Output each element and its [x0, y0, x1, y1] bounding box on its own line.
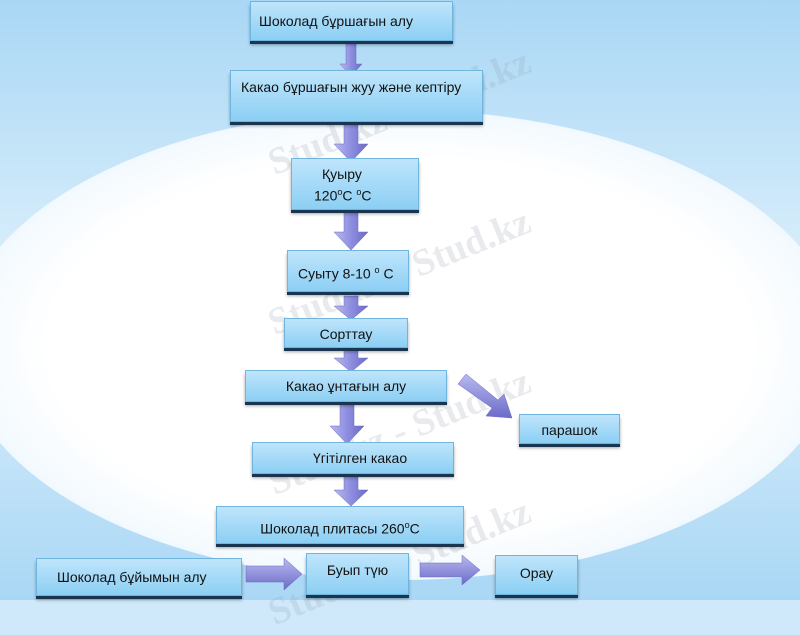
arrow-right-2	[419, 554, 481, 586]
node-packaging: Буып түю	[306, 553, 409, 595]
node-chocolate-beans: Шоколад бұршағын алу	[250, 1, 453, 41]
node-cocoa-powder: Какао ұнтағын алу	[245, 370, 447, 402]
node-chocolate-product: Шоколад бұйымын алу	[36, 558, 242, 596]
node-cooling: Суыту 8-10 o C	[287, 250, 409, 292]
node-label: Қуыру	[322, 166, 362, 182]
node-wash-dry: Какао бұршағын жуу және кептіру	[230, 70, 483, 122]
arrow-diagonal	[457, 373, 513, 419]
flow-arrows	[245, 43, 513, 591]
node-powder: парашок	[519, 414, 620, 444]
node-roasting: Қуыру 120oC oC	[291, 158, 419, 210]
node-chocolate-bar: Шоколад плитасы 260oC	[216, 506, 464, 544]
arrow-down-6	[329, 403, 365, 445]
node-sorting: Сорттау	[284, 318, 408, 348]
node-label: Шоколад бұршағын алу	[259, 13, 413, 29]
node-temperature: 120oC oC	[314, 187, 372, 204]
arrow-down-2	[333, 123, 369, 163]
node-wrapping: Орау	[495, 555, 578, 595]
arrow-down-5	[333, 349, 369, 373]
arrow-down-3	[333, 211, 369, 251]
arrow-right-1	[245, 557, 303, 591]
node-label: Какао бұршағын жуу және кептіру	[241, 79, 462, 95]
arrow-down-7	[333, 475, 369, 507]
node-ground-cocoa: Үгітілген какао	[252, 442, 454, 474]
arrow-down-4	[333, 295, 369, 321]
